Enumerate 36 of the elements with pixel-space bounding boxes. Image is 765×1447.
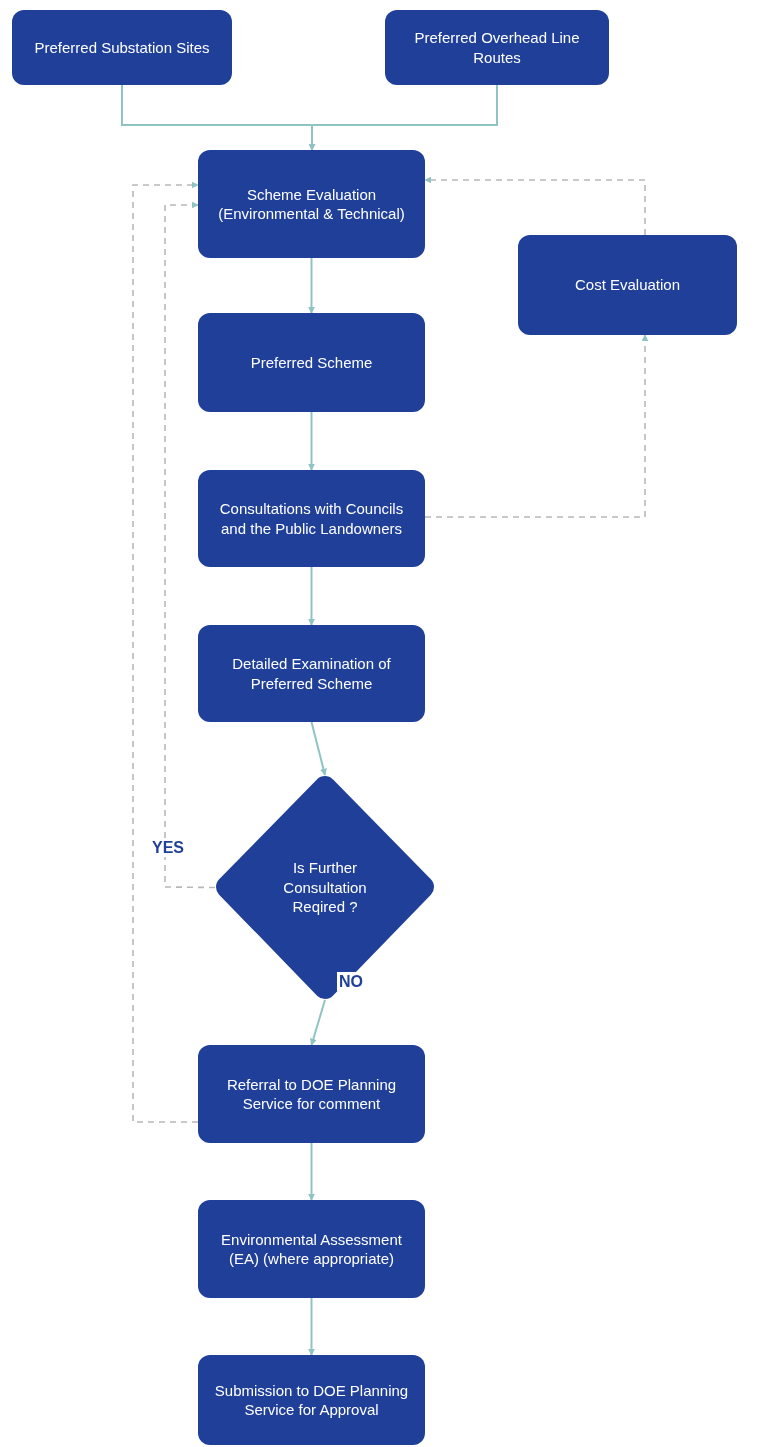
edge-label: NO [337, 972, 365, 992]
process-box [198, 313, 425, 412]
arrow [308, 84, 498, 151]
arrow [308, 1297, 315, 1356]
arrow [309, 999, 326, 1046]
dashed-arrow [132, 181, 199, 1123]
box-label: Cost Evaluation [574, 275, 681, 295]
box-label: Scheme Evaluation (Environmental & Technical) [217, 184, 406, 224]
dashed-arrow [424, 334, 649, 518]
arrow [308, 566, 315, 626]
arrow [308, 411, 315, 471]
process-box [12, 10, 232, 85]
process-box [198, 1045, 425, 1143]
process-box [385, 10, 609, 85]
box-label: Is Further Consultation Reqired ? [282, 858, 368, 917]
box-label: Environmental Assessment (EA) (where appropriate) [220, 1229, 403, 1269]
box-label: Detailed Examination of Preferred Scheme [231, 654, 392, 693]
dashed-arrow [164, 201, 216, 889]
process-box [518, 235, 737, 335]
edge-label: YES [150, 838, 186, 858]
box-label: Consultations with Councils and the Public Landowners [218, 499, 405, 538]
box-label: Preferred Overhead Line Routes [413, 28, 581, 67]
box-label: Referral to DOE Planning Service for comment [225, 1074, 398, 1114]
box-label: Preferred Substation Sites [34, 37, 210, 58]
box-label: Submission to DOE Planning Service for Approval [213, 1380, 410, 1420]
process-box [198, 1355, 425, 1445]
dashed-arrow [424, 176, 646, 236]
process-box [198, 625, 425, 722]
process-box [198, 1200, 425, 1298]
arrow [308, 257, 315, 314]
process-box [198, 470, 425, 567]
box-label: Preferred Scheme [250, 352, 373, 373]
arrow [308, 1142, 315, 1201]
decision-diamond [215, 775, 435, 1000]
process-box [198, 150, 425, 258]
arrow [310, 721, 327, 776]
